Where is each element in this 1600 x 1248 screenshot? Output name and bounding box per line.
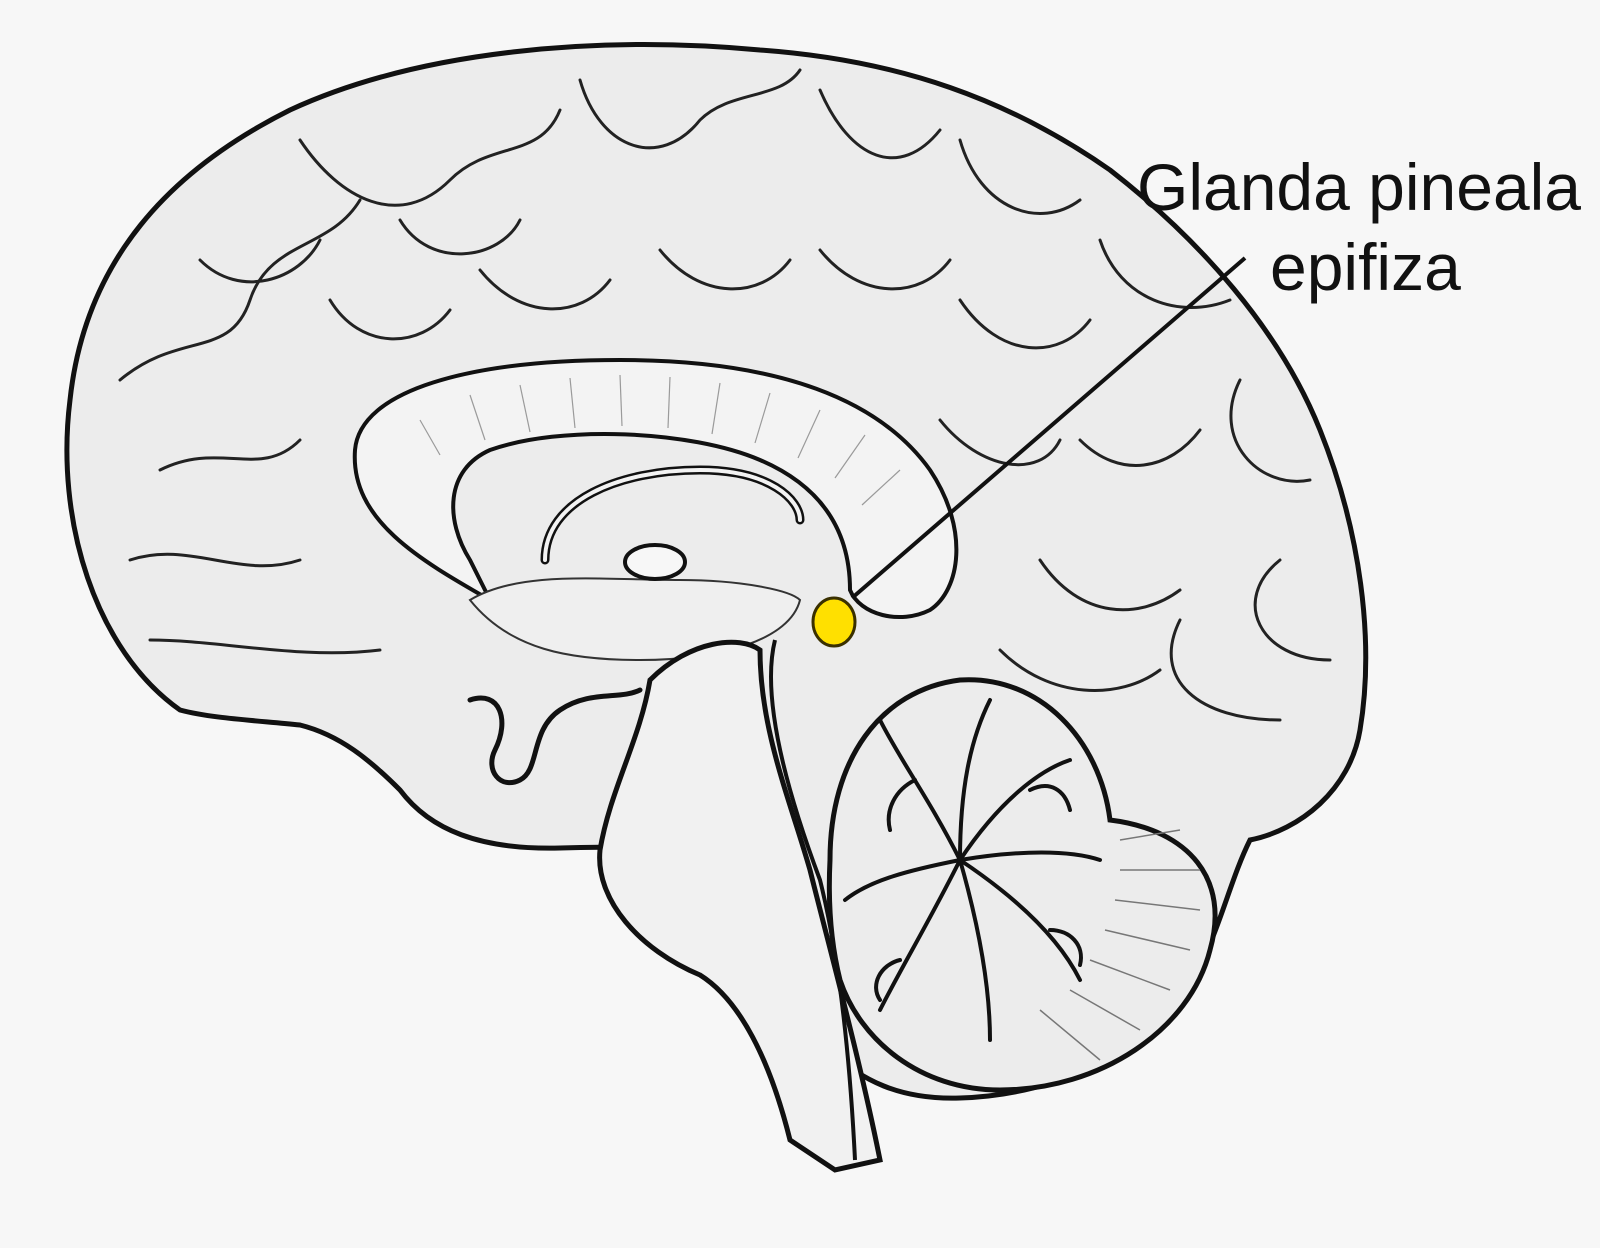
pointer-line (850, 256, 1247, 600)
brainstem (597, 639, 883, 1173)
callosum-striations (419, 374, 901, 506)
cortex-gyri-folds (118, 68, 1332, 722)
pineal-label-line1: Glanda pineala (1137, 150, 1582, 224)
spinal-canal (769, 639, 857, 1161)
thalamus-region (468, 577, 802, 662)
pineal-gland-highlight (811, 596, 857, 648)
pineal-label-line2: epifiza (1270, 230, 1461, 304)
pituitary-area (467, 687, 643, 786)
cerebellum (826, 677, 1218, 1093)
interthalamic-adhesion (623, 543, 687, 581)
arbor-vitae (843, 698, 1102, 1042)
corpus-callosum (352, 357, 959, 619)
cerebellum-folia-lines (1039, 829, 1201, 1061)
